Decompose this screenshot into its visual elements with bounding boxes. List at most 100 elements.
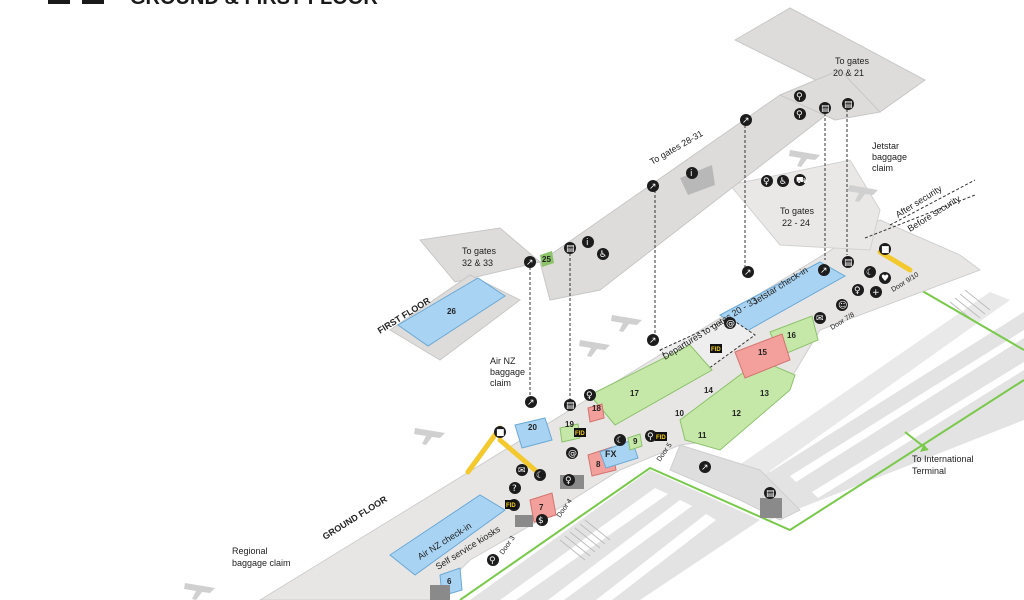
- toilets-icon[interactable]: ♀: [761, 175, 773, 187]
- zone-number: 16: [787, 331, 796, 340]
- svg-text:♀: ♀: [763, 177, 770, 187]
- lift-icon[interactable]: ▤: [564, 242, 576, 254]
- first-aid-icon[interactable]: +: [870, 286, 882, 298]
- toilets-icon[interactable]: ♀: [852, 284, 864, 296]
- accessible-icon[interactable]: ♿: [597, 248, 609, 260]
- lift-icon[interactable]: ▤: [842, 98, 854, 110]
- info-icon[interactable]: ?: [509, 482, 521, 494]
- svg-text:i: i: [690, 169, 693, 179]
- lift-icon[interactable]: ▤: [764, 487, 776, 499]
- page-title: GROUND & FIRST FLOOR: [130, 0, 378, 9]
- map-heading: GROUND & FIRST FLOOR: [48, 0, 378, 9]
- svg-text:FID: FID: [656, 435, 666, 441]
- escalator-icon[interactable]: ↗: [647, 334, 659, 346]
- svg-text:♀: ♀: [565, 476, 572, 486]
- food-icon[interactable]: ⚲: [794, 108, 806, 120]
- fid-sign[interactable]: FID: [574, 428, 586, 437]
- cafe-icon[interactable]: ☾: [614, 434, 626, 446]
- escalator-icon[interactable]: ↗: [525, 396, 537, 408]
- zone-20[interactable]: [514, 417, 553, 449]
- svg-text:i: i: [586, 238, 589, 248]
- zone-15[interactable]: [734, 333, 791, 379]
- lift-icon[interactable]: ▤: [819, 102, 831, 114]
- svg-text:♥: ♥: [881, 274, 889, 284]
- svg-text:↗: ↗: [701, 463, 709, 473]
- cafe-icon[interactable]: ☾: [534, 469, 546, 481]
- mail-icon[interactable]: ✉: [516, 464, 528, 476]
- internet-icon[interactable]: @: [724, 317, 736, 329]
- zone-9[interactable]: [627, 433, 643, 451]
- svg-text:♿: ♿: [779, 177, 787, 187]
- escalator-icon[interactable]: ↗: [740, 114, 752, 126]
- gates-20-21-label: To gates 20 & 21: [833, 56, 870, 78]
- svg-text:$: $: [538, 516, 544, 526]
- cafe-icon[interactable]: ☾: [864, 266, 876, 278]
- svg-text:✉: ✉: [518, 466, 526, 476]
- svg-text:@: @: [568, 449, 577, 459]
- escalator-icon[interactable]: ↗: [818, 264, 830, 276]
- zone-number: 19: [565, 420, 574, 429]
- food-icon[interactable]: ⚲: [487, 554, 499, 566]
- svg-text:To gates: To gates: [780, 206, 815, 216]
- svg-text:♀: ♀: [854, 286, 861, 296]
- zone-number: 13: [760, 389, 769, 398]
- lift-icon[interactable]: ▤: [564, 399, 576, 411]
- gates-32-33-label: To gates 32 & 33: [462, 246, 497, 268]
- svg-text:☾: ☾: [866, 268, 874, 278]
- svg-text:+: +: [872, 288, 880, 298]
- service-blocks: [430, 475, 782, 600]
- accessible-icon[interactable]: ♿: [777, 175, 789, 187]
- zone-18[interactable]: [587, 403, 605, 423]
- escalator-icon[interactable]: ↗: [524, 256, 536, 268]
- parents-icon[interactable]: ♥: [879, 272, 891, 284]
- fid-boxes: FID FID FID FID: [505, 344, 722, 509]
- svg-text:FID: FID: [711, 347, 721, 353]
- zone-number: 20: [528, 423, 537, 432]
- internet-icon[interactable]: @: [566, 447, 578, 459]
- svg-text:↗: ↗: [527, 398, 535, 408]
- toilets-icon[interactable]: ♀: [584, 389, 596, 401]
- zone-number: 7: [539, 503, 544, 512]
- baggage-claim-icon[interactable]: ■: [879, 243, 891, 255]
- zone-number: 12: [732, 409, 741, 418]
- svg-text:↗: ↗: [742, 116, 750, 126]
- zone-number: 17: [630, 389, 639, 398]
- svg-text:↗: ↗: [744, 268, 752, 278]
- svg-text:Air NZ: Air NZ: [490, 356, 516, 366]
- svg-text:⛟: ⛟: [796, 176, 807, 186]
- escalator-icon[interactable]: ↗: [742, 266, 754, 278]
- fid-sign[interactable]: FID: [505, 500, 517, 509]
- toilets-icon[interactable]: ♀: [563, 474, 575, 486]
- svg-text:22 - 24: 22 - 24: [782, 218, 810, 228]
- jetstar-baggage-label: Jetstar baggage claim: [872, 141, 907, 173]
- escalator-icon[interactable]: ↗: [699, 461, 711, 473]
- zone-26[interactable]: [397, 277, 506, 347]
- fid-sign[interactable]: FID: [655, 432, 667, 441]
- mail-icon[interactable]: ✉: [814, 312, 826, 324]
- svg-text:♀: ♀: [586, 391, 593, 401]
- zone-17[interactable]: [589, 344, 713, 426]
- svg-text:✉: ✉: [816, 314, 824, 324]
- atm-icon[interactable]: $: [536, 514, 548, 526]
- zone-25[interactable]: [540, 251, 554, 267]
- zone-7[interactable]: [529, 492, 557, 523]
- fid-sign[interactable]: FID: [710, 344, 722, 353]
- food-icon[interactable]: ⚲: [794, 90, 806, 102]
- info-icon[interactable]: i: [686, 167, 698, 179]
- lift-icon[interactable]: ▤: [842, 256, 854, 268]
- food-icon[interactable]: ⚲: [645, 430, 657, 442]
- svg-text:☺: ☺: [838, 300, 847, 311]
- svg-text:20 & 21: 20 & 21: [833, 68, 864, 78]
- fx-label: FX: [605, 449, 617, 459]
- baggage-claim-icon[interactable]: ■: [494, 426, 506, 438]
- svg-text:▤: ▤: [566, 244, 575, 254]
- info-icon[interactable]: i: [582, 236, 594, 248]
- regional-baggage-label: Regional baggage claim: [232, 546, 291, 568]
- escalator-icon[interactable]: ↗: [647, 180, 659, 192]
- svg-text:■: ■: [881, 245, 890, 255]
- air-nz-checkin-area[interactable]: [389, 494, 506, 576]
- svg-text:FID: FID: [506, 503, 516, 509]
- baggage-trolley-icon[interactable]: ⛟: [794, 174, 807, 186]
- baby-change-icon[interactable]: ☺: [836, 299, 848, 311]
